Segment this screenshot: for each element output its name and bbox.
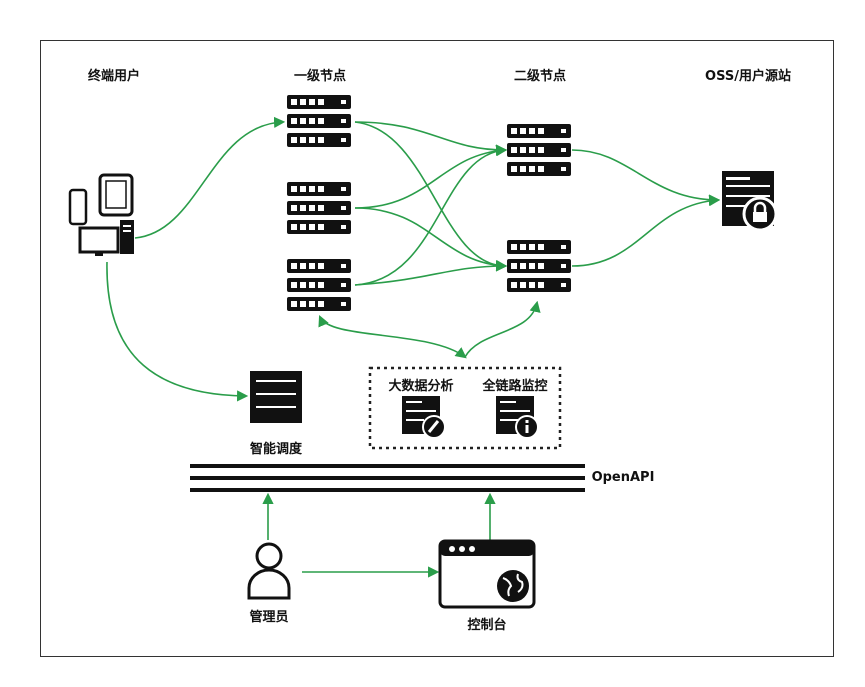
level1-server-icon bbox=[287, 95, 351, 147]
level2-server-icon bbox=[507, 124, 571, 176]
level1-server-icon bbox=[287, 182, 351, 234]
column-label-origin: OSS/用户源站 bbox=[705, 69, 791, 84]
monitoring-server-icon bbox=[496, 396, 539, 439]
analytics-server-icon bbox=[402, 396, 446, 439]
service-label-bigdata: 大数据分析 bbox=[388, 379, 454, 394]
bus-label: OpenAPI bbox=[591, 470, 655, 485]
level2-server-icon bbox=[507, 240, 571, 292]
diagram-frame bbox=[40, 40, 834, 657]
service-label-scheduling: 智能调度 bbox=[249, 442, 303, 457]
admin-label: 管理员 bbox=[249, 610, 289, 625]
origin-lock-server-icon bbox=[722, 171, 778, 232]
service-label-fulllink: 全链路监控 bbox=[482, 379, 548, 394]
openapi-bus bbox=[190, 464, 585, 492]
column-label-users: 终端用户 bbox=[87, 69, 141, 84]
level1-server-icon bbox=[287, 259, 351, 311]
admin-person-icon bbox=[247, 542, 291, 600]
console-window-icon bbox=[438, 539, 536, 609]
column-label-level2: 二级节点 bbox=[513, 69, 567, 84]
connections bbox=[106, 116, 721, 578]
services-group-box bbox=[368, 366, 562, 450]
scheduling-server-icon bbox=[250, 371, 302, 423]
column-label-level1: 一级节点 bbox=[293, 69, 347, 84]
console-label: 控制台 bbox=[467, 618, 507, 633]
terminal-devices-icon bbox=[68, 173, 134, 256]
